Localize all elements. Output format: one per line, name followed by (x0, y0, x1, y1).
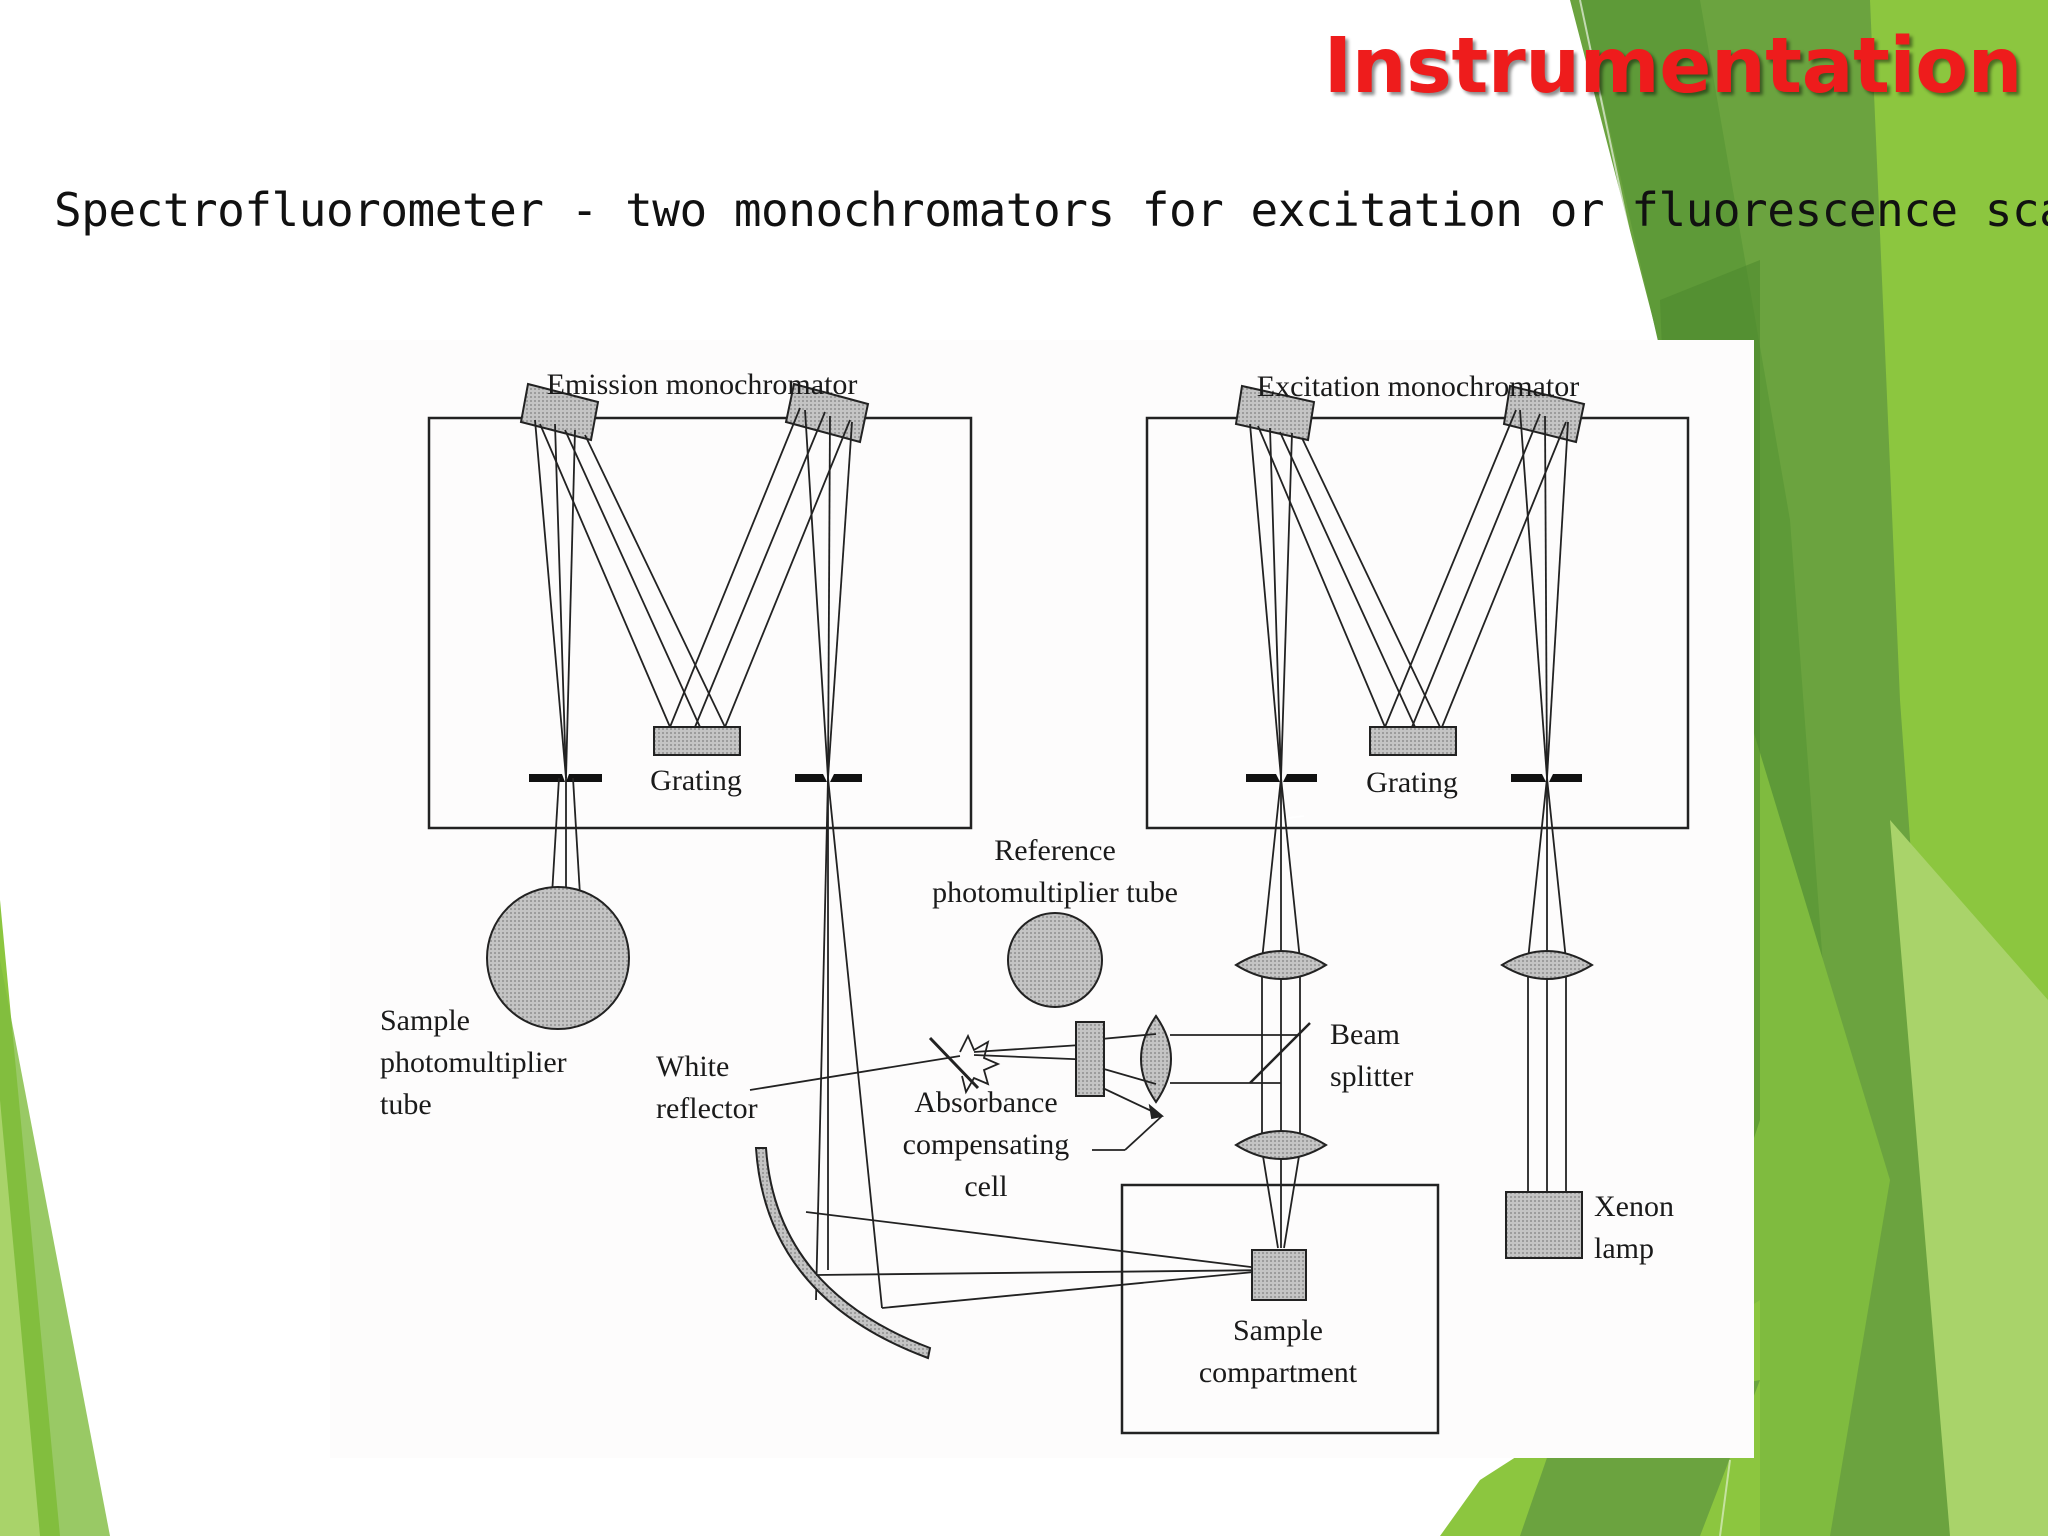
lens-xenon (1500, 950, 1594, 980)
xenon-lamp-label-line2: lamp (1594, 1232, 1654, 1265)
beam-splitter-label-line1: Beam (1330, 1018, 1400, 1051)
reference-beam-path (749, 1022, 1311, 1151)
excitation-monochromator-label: Excitation monochromator (1257, 370, 1579, 403)
curved-mirror (754, 1147, 932, 1360)
absorbance-cell-label-line1: Absorbance (914, 1086, 1057, 1119)
white-reflector-label-line1: White (656, 1050, 729, 1083)
lens-reference (1140, 1014, 1172, 1104)
sample-pmt-label-line2: photomultiplier (380, 1046, 567, 1079)
reference-pmt-label-line2: photomultiplier tube (932, 876, 1178, 909)
white-reflector-label-line2: reflector (656, 1092, 758, 1125)
excitation-monochromator (1145, 384, 1690, 961)
xenon-lamp-label-line1: Xenon (1594, 1190, 1674, 1223)
lens-excitation-upper (1234, 950, 1328, 980)
beam-splitter-label-line2: splitter (1330, 1060, 1413, 1093)
reference-photomultiplier-tube (1007, 912, 1103, 1008)
sample-compartment-label-line2: compartment (1199, 1356, 1358, 1389)
sample-photomultiplier-tube (486, 886, 630, 1030)
sample-pmt-label-line1: Sample (380, 1004, 470, 1037)
excitation-beam-path (1261, 815, 1567, 1249)
sample-compartment-label-line1: Sample (1233, 1314, 1323, 1347)
spectrofluorometer-diagram: Emission monochromator Excitation monoch… (330, 340, 1754, 1458)
emission-monochromator (427, 382, 973, 1309)
slide-title: Instrumentation (1323, 22, 2023, 111)
white-reflector-star-icon (959, 1033, 1001, 1095)
emission-beam-path (805, 1211, 1276, 1309)
excitation-grating-label: Grating (1366, 766, 1458, 799)
sample-compartment (1120, 1183, 1440, 1435)
emission-monochromator-label: Emission monochromator (547, 368, 858, 401)
lens-excitation-lower (1234, 1130, 1328, 1160)
xenon-lamp (1505, 1191, 1583, 1259)
slide-subtitle: Spectrofluorometer - two monochromators … (54, 183, 2048, 237)
absorbance-cell-label-line3: cell (964, 1170, 1007, 1203)
emission-grating-label: Grating (650, 764, 742, 797)
reference-pmt-label-line1: Reference (994, 834, 1116, 867)
sample-pmt-label-line3: tube (380, 1088, 432, 1121)
absorbance-compensating-cell (1075, 1021, 1105, 1097)
absorbance-cell-label-line2: compensating (903, 1128, 1070, 1161)
